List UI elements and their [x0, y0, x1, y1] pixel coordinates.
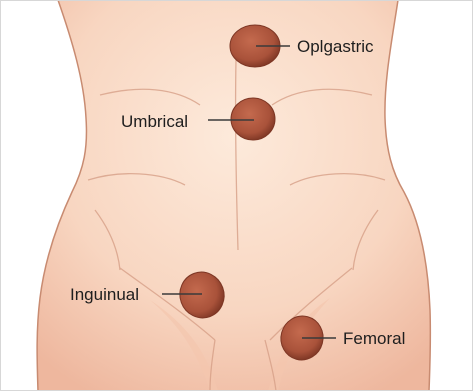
- label-umbilical: Umbrical: [121, 112, 188, 131]
- label-inguinal: Inguinual: [70, 285, 139, 304]
- label-femoral: Femoral: [343, 329, 405, 348]
- hernia-site-umbilical: [231, 98, 275, 140]
- label-epigastric: Oplgastric: [297, 37, 374, 56]
